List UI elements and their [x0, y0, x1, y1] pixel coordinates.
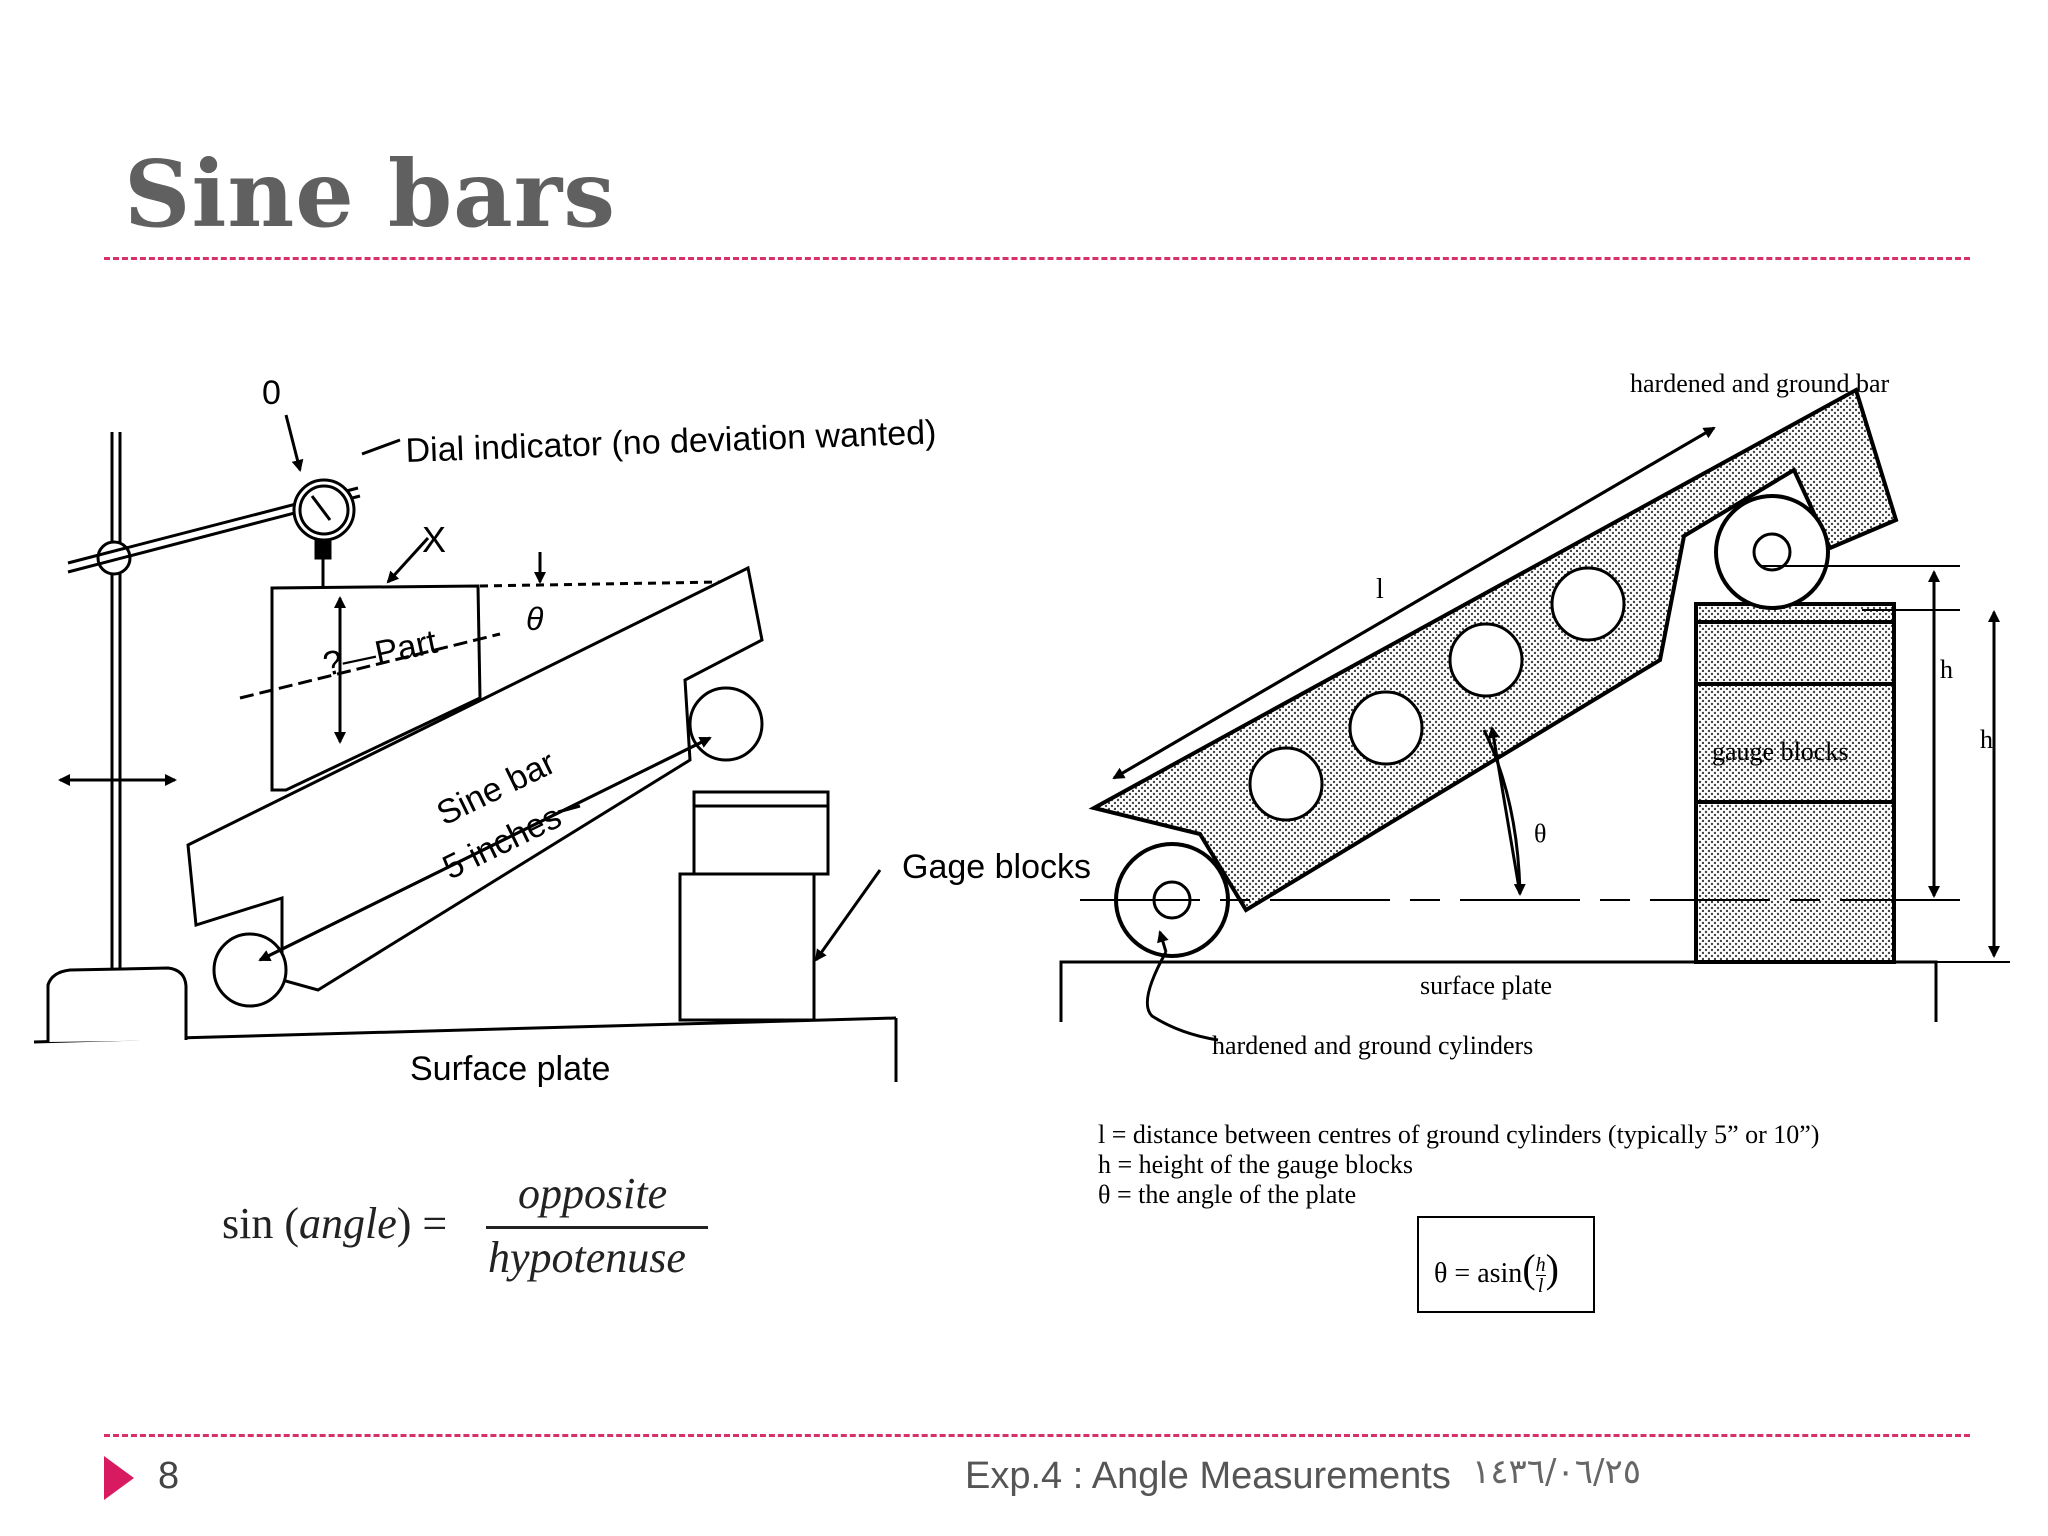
sine-formula-denominator: hypotenuse [488, 1233, 686, 1282]
slide-title: Sine bars [124, 140, 617, 248]
sine-formula-suffix: ) = [396, 1199, 448, 1248]
sine-formula-fraction-bar [486, 1226, 708, 1229]
gage-blocks-label: Gage blocks [902, 848, 1091, 886]
page-number: 8 [158, 1455, 180, 1497]
sine-bar [186, 565, 764, 992]
theta-formula-numerator: h [1535, 1254, 1546, 1277]
sine-formula-variable: angle [299, 1199, 397, 1248]
bar-label: hardened and ground bar [1630, 369, 1890, 398]
theta-label-left: θ [526, 601, 544, 637]
part-block [270, 584, 482, 792]
legend-h: h = height of the gauge blocks [1098, 1150, 1414, 1179]
sine-formula: sin (angle) = [222, 1198, 447, 1249]
gauge-block-stack [1694, 602, 1896, 964]
bottom-divider [104, 1434, 1970, 1437]
theta-formula-prefix: θ = asin [1434, 1258, 1523, 1289]
left-sine-bar-diagram [33, 414, 898, 1082]
top-divider [104, 257, 1970, 260]
gage-block-bottom [678, 872, 816, 1022]
surface-plate-label-right: surface plate [1420, 971, 1552, 1000]
cylinders-label: hardened and ground cylinders [1212, 1031, 1533, 1060]
theta-formula-denominator: l [1537, 1275, 1544, 1298]
right-roller [688, 686, 764, 762]
x-label: X [422, 519, 446, 560]
play-icon [104, 1456, 134, 1500]
footer-title: Exp.4 : Angle Measurements [965, 1455, 1451, 1497]
gauge-blocks-label: gauge blocks [1712, 737, 1848, 766]
dial-zero-label: 0 [262, 374, 281, 412]
length-label: l [1376, 574, 1384, 605]
h-label-1: h [1940, 655, 1953, 684]
theta-formula-box [1417, 1216, 1595, 1313]
left-roller [212, 932, 288, 1008]
legend-l: l = distance between centres of ground c… [1098, 1120, 1820, 1149]
h-label-2: h [1980, 725, 1993, 754]
sine-formula-prefix: sin ( [222, 1199, 299, 1248]
gage-block-top [692, 790, 830, 876]
right-sine-bar-diagram [1059, 387, 2010, 1042]
sine-formula-numerator: opposite [518, 1169, 668, 1218]
stand-base [46, 966, 188, 1042]
dial-indicator-label: Dial indicator (no deviation wanted) [405, 413, 937, 470]
theta-label-right: θ [1534, 819, 1546, 848]
right-surface-plate [1059, 960, 1938, 1022]
legend-theta: θ = the angle of the plate [1098, 1180, 1357, 1209]
footer-date: ١٤٣٦/٠٦/٢٥ [1472, 1452, 1642, 1492]
surface-plate-label-left: Surface plate [410, 1050, 610, 1088]
